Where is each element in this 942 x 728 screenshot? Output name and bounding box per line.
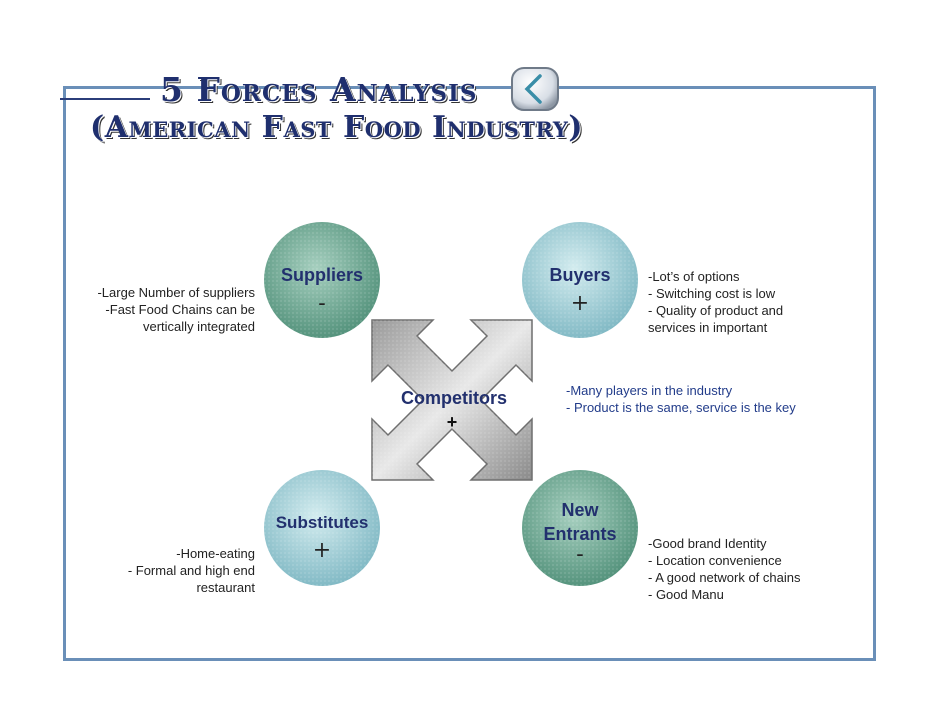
new-entrants-note: - Location convenience [648,553,782,568]
slide-subtitle: (American Fast Food Industry) [90,110,584,145]
buyers-note: -Lot’s of options [648,269,740,284]
slide-title: 5 Forces Analysis [160,70,478,109]
back-button[interactable] [510,66,560,112]
substitutes-note: - Formal and high end [127,563,255,578]
suppliers-circle [264,222,380,338]
buyers-label: Buyers [549,265,611,285]
new-entrants-sign: - [576,542,584,567]
new-entrants-note: - Good Manu [648,587,724,602]
buyers-circle [522,222,638,338]
suppliers-label: Suppliers [280,265,364,285]
competitors-note: -Many players in the industry [566,383,733,398]
competitors-label: Competitors [400,388,507,408]
suppliers-note: -Fast Food Chains can be [105,302,255,317]
competitors-note: - Product is the same, service is the ke… [566,400,796,415]
new-entrants-label-line1: New [561,500,599,520]
suppliers-sign: - [318,291,326,316]
substitutes-note: restaurant [196,580,255,595]
title-rule [60,98,150,100]
new-entrants-note: -Good brand Identity [648,536,767,551]
suppliers-note: -Large Number of suppliers [97,285,255,300]
substitutes-sign: + [312,538,332,563]
buyers-note: - Quality of product and [648,303,784,318]
four-way-arrow [371,319,533,481]
suppliers-note: vertically integrated [143,319,255,334]
new-entrants-circle [522,470,638,586]
substitutes-circle [264,470,380,586]
buyers-sign: + [570,291,590,316]
substitutes-note: -Home-eating [176,546,255,561]
new-entrants-label-line2: Entrants [543,524,617,544]
new-entrants-note: - A good network of chains [648,570,801,585]
slide-frame [63,86,876,661]
competitors-sign: + [446,412,458,432]
buyers-note: services in important [648,320,768,335]
substitutes-label: Substitutes [275,513,369,532]
chevron-left-icon [511,67,559,111]
buyers-note: - Switching cost is low [648,286,776,301]
